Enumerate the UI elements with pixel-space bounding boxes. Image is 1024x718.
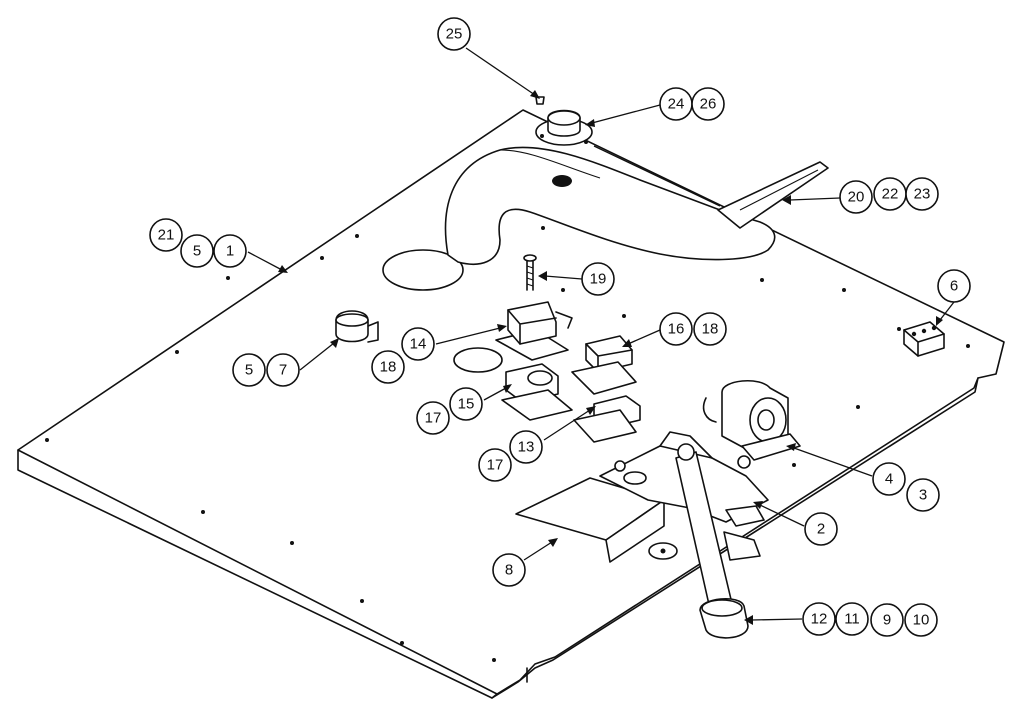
callout-23: 23 [905, 177, 939, 211]
bracket-part [515, 477, 678, 563]
screw-part [535, 96, 545, 105]
svg-text:25: 25 [446, 26, 463, 43]
svg-text:1: 1 [226, 243, 234, 260]
svg-text:10: 10 [913, 612, 930, 629]
callout-19: 19 [581, 262, 615, 296]
svg-text:11: 11 [844, 611, 860, 628]
solenoid-part [702, 379, 801, 461]
clamp-part [335, 310, 379, 343]
air-duct [444, 146, 829, 265]
svg-text:5: 5 [193, 243, 201, 260]
svg-text:3: 3 [919, 487, 927, 504]
svg-text:13: 13 [518, 439, 535, 456]
svg-text:18: 18 [702, 321, 719, 338]
svg-text:9: 9 [883, 612, 891, 629]
svg-text:17: 17 [425, 410, 442, 427]
svg-text:24: 24 [668, 96, 685, 113]
callout-2: 2 [804, 512, 838, 546]
svg-text:6: 6 [950, 278, 958, 295]
lever-arm-part [675, 443, 749, 639]
callout-3: 3 [906, 478, 940, 512]
svg-text:8: 8 [505, 562, 513, 579]
callout-4: 4 [872, 462, 906, 496]
callout-10: 10 [904, 603, 938, 637]
callout-21: 21 [149, 218, 183, 252]
svg-text:5: 5 [245, 362, 253, 379]
callout-5-top: 5 [180, 234, 214, 268]
callout-13: 13 [509, 430, 543, 464]
callout-24: 24 [659, 87, 693, 121]
svg-text:7: 7 [279, 362, 287, 379]
callout-12: 12 [802, 602, 836, 636]
callout-1: 1 [213, 234, 247, 268]
callout-15: 15 [449, 387, 483, 421]
callout-8: 8 [492, 553, 526, 587]
svg-text:23: 23 [914, 186, 931, 203]
callout-25: 25 [437, 17, 471, 51]
svg-text:22: 22 [882, 186, 899, 203]
svg-text:19: 19 [590, 271, 607, 288]
thermostat-part [535, 109, 593, 146]
bolt-part [523, 254, 537, 291]
callout-6: 6 [937, 269, 971, 303]
callout-17-lower: 17 [478, 448, 512, 482]
callout-20: 20 [839, 180, 873, 214]
svg-text:16: 16 [668, 321, 685, 338]
callout-18-left: 18 [371, 350, 405, 384]
svg-text:15: 15 [458, 396, 475, 413]
svg-text:17: 17 [487, 457, 504, 474]
callout-17-upper: 17 [416, 401, 450, 435]
plate-holes [45, 226, 970, 662]
callout-11: 11 [835, 602, 869, 636]
svg-text:20: 20 [848, 189, 865, 206]
svg-text:4: 4 [885, 471, 893, 488]
svg-text:2: 2 [817, 521, 825, 538]
terminal-block-part [903, 321, 945, 357]
switch-stack [453, 301, 641, 443]
callout-16: 16 [659, 312, 693, 346]
callout-5-bottom: 5 [232, 353, 266, 387]
svg-text:18: 18 [380, 359, 397, 376]
leader-lines [247, 47, 955, 625]
callout-14: 14 [401, 327, 435, 361]
svg-text:14: 14 [410, 336, 427, 353]
svg-text:12: 12 [811, 611, 828, 628]
callout-9: 9 [870, 603, 904, 637]
callout-18-right: 18 [693, 312, 727, 346]
svg-text:26: 26 [700, 96, 717, 113]
callout-26: 26 [691, 87, 725, 121]
svg-text:21: 21 [158, 227, 175, 244]
callout-22: 22 [873, 177, 907, 211]
callout-7: 7 [266, 353, 300, 387]
